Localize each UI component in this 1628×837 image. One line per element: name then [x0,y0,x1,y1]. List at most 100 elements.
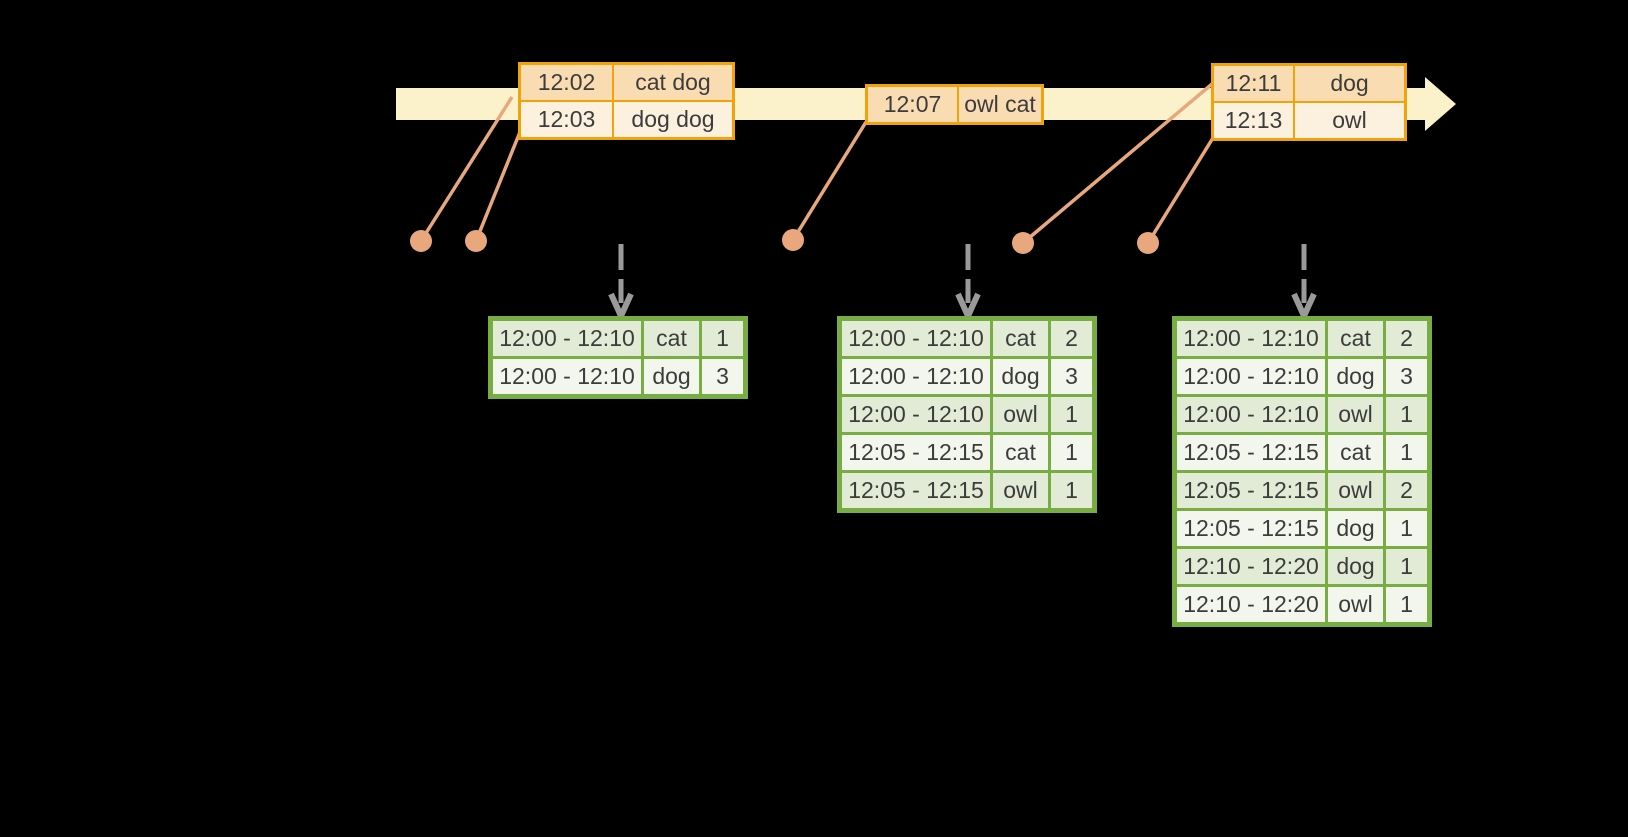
count-cell: 1 [699,318,746,359]
word-cell: cat [641,318,702,359]
word-cell: dog [1325,356,1386,397]
count-cell: 2 [1383,318,1430,359]
window-cell: 12:00 - 12:10 [1174,318,1328,359]
word-cell: cat [1325,318,1386,359]
word-cell: owl [1325,394,1386,435]
word-cell: dog [641,356,702,397]
word-cell: dog [1325,546,1386,587]
window-cell: 12:00 - 12:10 [1174,356,1328,397]
timeline-arrowhead-icon [1425,77,1456,131]
event-dots [410,229,1159,254]
window-cell: 12:05 - 12:15 [839,470,993,511]
event-connector-line [419,96,514,242]
word-cell: cat [1325,432,1386,473]
trigger-arrow-icon [1291,244,1317,324]
event-dot [782,229,804,251]
window-cell: 12:00 - 12:10 [490,318,644,359]
word-cell: owl [990,470,1051,511]
trigger-arrow-icon [608,244,634,324]
count-cell: 1 [1383,432,1430,473]
count-cell: 3 [699,356,746,397]
count-cell: 1 [1048,432,1095,473]
count-cell: 2 [1048,318,1095,359]
event-connector-line [1146,132,1218,244]
word-cell: dog [1325,508,1386,549]
window-cell: 12:00 - 12:10 [1174,394,1328,435]
count-cell: 1 [1383,546,1430,587]
window-cell: 12:05 - 12:15 [1174,432,1328,473]
event-connector-line [791,121,868,241]
event-connector-line [1021,82,1214,245]
words-cell: cat dog [612,63,734,102]
word-cell: cat [990,318,1051,359]
words-cell: owl cat [957,85,1043,124]
window-cell: 12:05 - 12:15 [1174,508,1328,549]
window-cell: 12:05 - 12:15 [1174,470,1328,511]
count-cell: 1 [1383,394,1430,435]
window-cell: 12:10 - 12:20 [1174,546,1328,587]
time-cell: 12:11 [1212,64,1295,103]
time-cell: 12:02 [519,63,614,102]
time-cell: 12:07 [866,85,959,124]
words-cell: owl [1293,101,1406,140]
count-cell: 1 [1383,584,1430,625]
event-connectors [419,82,1218,245]
count-cell: 2 [1383,470,1430,511]
event-connector-line [474,131,522,242]
event-dot [410,230,432,252]
window-cell: 12:00 - 12:10 [839,394,993,435]
count-cell: 3 [1383,356,1430,397]
word-cell: dog [990,356,1051,397]
time-cell: 12:13 [1212,101,1295,140]
trigger-arrow-icon [955,244,981,324]
window-cell: 12:00 - 12:10 [839,356,993,397]
trigger-arrows [608,244,1317,324]
word-cell: owl [990,394,1051,435]
word-cell: owl [1325,584,1386,625]
words-cell: dog dog [612,100,734,139]
window-cell: 12:00 - 12:10 [839,318,993,359]
count-cell: 3 [1048,356,1095,397]
window-cell: 12:00 - 12:10 [490,356,644,397]
time-cell: 12:03 [519,100,614,139]
word-cell: owl [1325,470,1386,511]
count-cell: 1 [1383,508,1430,549]
count-cell: 1 [1048,470,1095,511]
event-dot [1137,232,1159,254]
count-cell: 1 [1048,394,1095,435]
words-cell: dog [1293,64,1406,103]
